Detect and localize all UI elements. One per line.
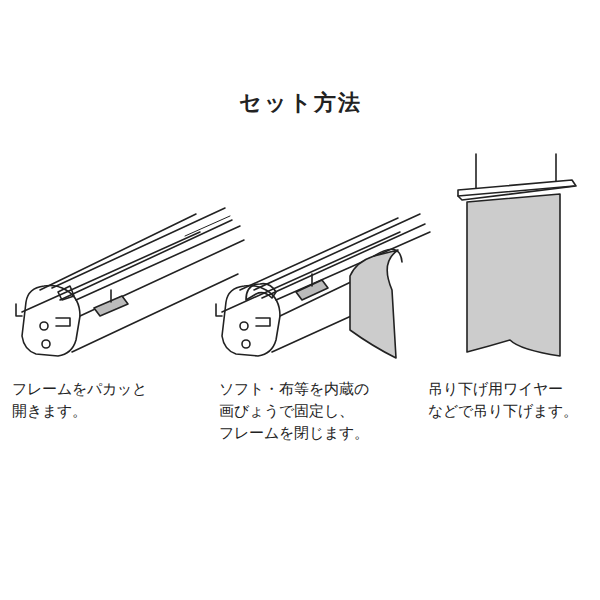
- frame-with-poster: [216, 214, 430, 358]
- step-caption: 吊り下げ用ワイヤー などで吊り下げます。: [428, 378, 600, 422]
- open-frame: [16, 208, 244, 356]
- step-caption: ソフト・布等を内蔵の 画びょうで固定し、 フレームを閉じます。: [219, 378, 399, 444]
- title: セット方法: [0, 88, 600, 118]
- step-caption: フレームをパカッと 開きます。: [12, 378, 192, 422]
- hanging-banner: [458, 154, 576, 356]
